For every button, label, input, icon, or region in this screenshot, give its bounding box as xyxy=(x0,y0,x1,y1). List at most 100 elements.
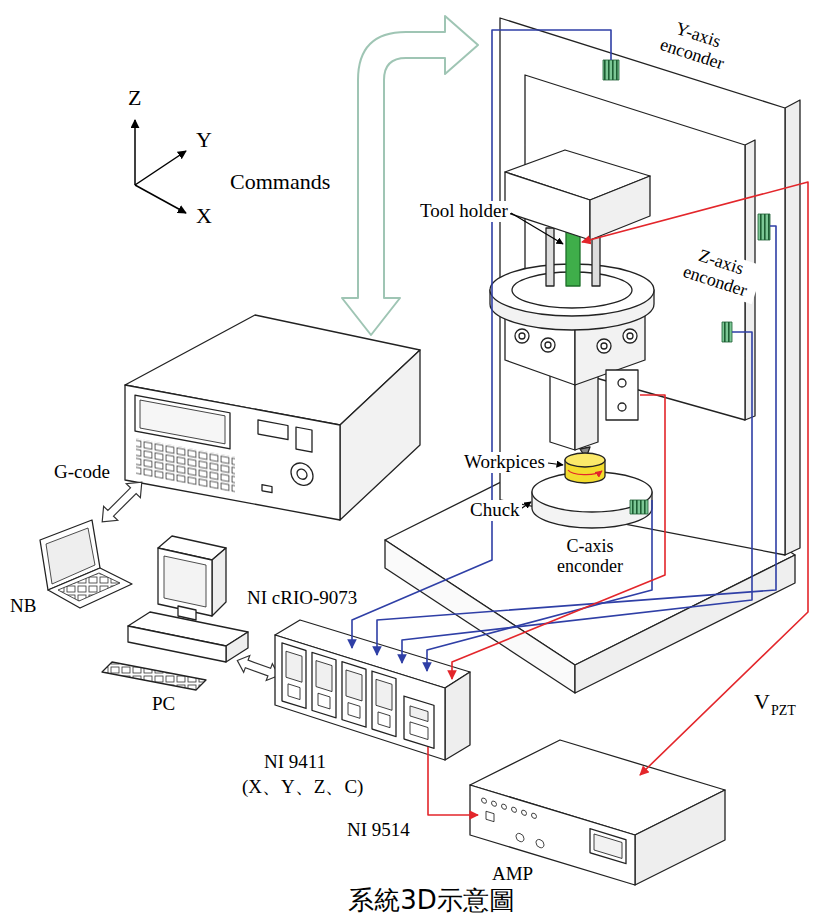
leader-arrow xyxy=(548,463,563,465)
amp-led xyxy=(492,800,497,807)
controller-knob xyxy=(297,468,307,480)
bolt xyxy=(541,338,555,352)
ni9514-module xyxy=(404,696,434,748)
controller-screen xyxy=(140,400,225,444)
signal-subscript: PZT xyxy=(769,703,798,718)
axis-label: Z xyxy=(126,86,143,110)
amp-knob xyxy=(516,832,524,842)
module-label xyxy=(348,703,360,719)
y-encoder-scale xyxy=(603,60,619,80)
amp-side xyxy=(635,790,725,885)
controller-panel xyxy=(258,420,288,440)
monitor-front xyxy=(158,548,212,616)
device-label: PC xyxy=(150,694,177,715)
controller-button xyxy=(262,485,272,493)
bolt xyxy=(597,339,611,353)
rotation-arrow xyxy=(568,470,602,475)
encoder-label: Z-axis enconder xyxy=(672,240,764,304)
encoder-wire xyxy=(402,332,752,663)
controller-knob xyxy=(291,461,313,487)
sensor-bracket xyxy=(606,370,638,420)
column-side xyxy=(785,100,800,555)
z-encoder-head xyxy=(722,322,732,342)
workpiece xyxy=(565,453,605,467)
bolt xyxy=(515,329,529,343)
sensor-wire xyxy=(452,395,665,679)
module-connector xyxy=(376,679,392,710)
controller-side xyxy=(340,350,420,520)
controller-display xyxy=(135,395,230,449)
module-connector xyxy=(316,661,332,692)
pzt-voltage-wire xyxy=(582,182,808,775)
tool-holder-pzt xyxy=(566,232,580,286)
figure-caption: 系統3D示意圖 xyxy=(40,886,823,916)
pc-case-front xyxy=(128,626,226,662)
module-connector xyxy=(286,651,302,682)
amp-led xyxy=(522,810,527,817)
bolt xyxy=(623,329,637,343)
module-label: NI 9411 xyxy=(262,752,328,773)
amp-led xyxy=(512,806,517,813)
ni9411-module xyxy=(342,662,366,727)
bolt xyxy=(601,343,607,349)
leader-arrow xyxy=(511,213,563,244)
commands-arrow xyxy=(342,16,478,335)
bolt xyxy=(618,403,626,411)
monitor-stand xyxy=(178,606,196,620)
controller-front xyxy=(125,385,340,520)
module-label xyxy=(318,693,330,709)
crio-front xyxy=(275,635,445,760)
monitor-side xyxy=(212,548,226,616)
amp-meter-face xyxy=(594,834,622,858)
amp-led xyxy=(482,797,487,804)
axis-label: X xyxy=(194,204,214,228)
encoder-label: C-axis enconder xyxy=(540,537,640,577)
holder-post xyxy=(592,232,600,286)
part-label: Workpices xyxy=(462,452,547,473)
module-label xyxy=(288,684,300,700)
amp-led xyxy=(502,803,507,810)
signal-label: Commands xyxy=(228,170,332,194)
ni9411-module xyxy=(282,643,306,708)
monitor-screen xyxy=(164,556,206,607)
encoder-wire xyxy=(427,500,652,671)
bolt xyxy=(519,333,525,339)
controller-panel xyxy=(296,427,312,452)
head-block-side xyxy=(590,176,650,240)
amp-front xyxy=(470,785,635,885)
encoder-wire xyxy=(377,226,776,655)
pc-keyboard xyxy=(102,662,206,690)
ni9411-module xyxy=(312,652,336,717)
amp-knob xyxy=(536,838,544,848)
device-label: NB xyxy=(8,596,38,617)
bolt xyxy=(545,342,551,348)
z-encoder-scale xyxy=(758,214,770,240)
module-label xyxy=(378,712,390,728)
laptop-keyboard xyxy=(58,573,120,601)
module-label: NI 9514 xyxy=(345,820,412,841)
y-axis-arrow xyxy=(135,151,186,185)
pwm-wire xyxy=(428,747,478,815)
signal-label: G-code xyxy=(52,462,112,483)
head-block-front xyxy=(505,172,590,240)
amp-led xyxy=(532,813,537,820)
amp-meter xyxy=(590,829,626,864)
controller-keypad xyxy=(136,438,235,492)
axis-label: Y xyxy=(194,128,214,152)
crio-side xyxy=(445,672,470,760)
module-connector xyxy=(410,722,428,740)
amp-button xyxy=(486,811,494,821)
ni9411-module xyxy=(372,671,396,736)
part-label: Chuck xyxy=(468,500,522,521)
laptop-base xyxy=(48,568,132,608)
x-axis-arrow xyxy=(135,185,186,213)
bolt xyxy=(618,379,626,387)
encoder-label: Y-axis enconder xyxy=(649,13,741,77)
bolt xyxy=(627,333,633,339)
module-connector xyxy=(346,670,362,701)
module-label: (X、Y、Z、C) xyxy=(240,777,365,798)
c-encoder-scale xyxy=(630,500,648,514)
device-label: NI cRIO-9073 xyxy=(245,588,359,609)
